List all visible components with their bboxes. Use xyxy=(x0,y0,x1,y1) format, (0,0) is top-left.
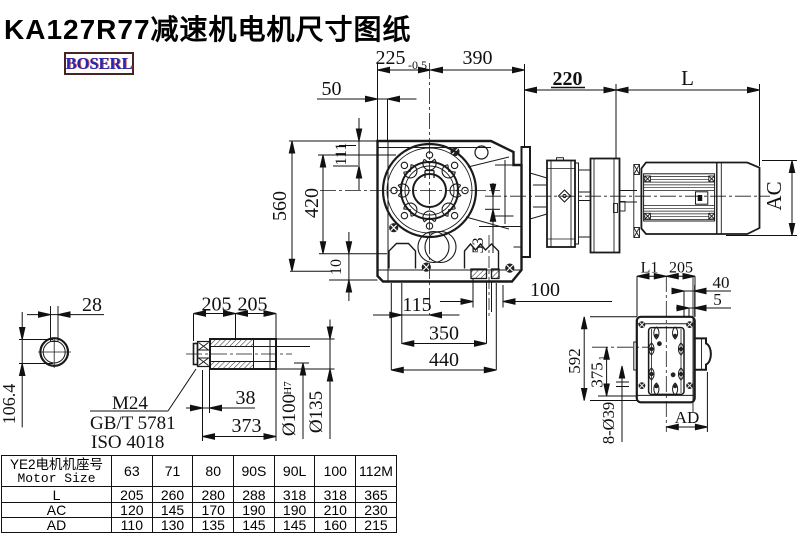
cell-AC-80: 170 xyxy=(192,502,235,518)
dim-m24: M24 xyxy=(112,393,148,414)
dim-225: 225 xyxy=(376,47,406,69)
dim-iso: ISO 4018 xyxy=(91,432,164,453)
cell-L-63: 205 xyxy=(111,486,153,503)
flange-rear-view xyxy=(592,276,712,432)
logo-text: BOSERL xyxy=(65,53,133,73)
cell-L-80: 280 xyxy=(192,486,235,503)
cell-AC-90L: 190 xyxy=(273,502,316,518)
dim-375: 375 xyxy=(588,362,607,388)
dim-5: 5 xyxy=(713,290,722,309)
dim-205c: 205 xyxy=(669,260,693,277)
motor-size-table: YE2电机机座号 Motor Size 63 71 80 90S 90L 100… xyxy=(1,455,397,533)
table-header-cn: YE2电机机座号 xyxy=(9,456,104,472)
row-label-L: L xyxy=(1,486,112,503)
col-90L: 90L xyxy=(273,455,316,487)
dim-420: 420 xyxy=(301,188,323,218)
row-label-AD: AD xyxy=(1,517,112,533)
shaft-section-view xyxy=(38,306,71,368)
cell-AD-90L: 145 xyxy=(273,517,316,533)
dim-390: 390 xyxy=(463,47,493,69)
dim-38: 38 xyxy=(236,387,256,409)
shaft-side-view xyxy=(186,338,292,370)
dim-100: 100 xyxy=(530,279,560,301)
cell-L-71: 260 xyxy=(151,486,194,503)
dim-40: 40 xyxy=(713,273,730,292)
dim-L1: L1 xyxy=(641,260,659,277)
cell-AC-100: 210 xyxy=(314,502,357,518)
col-80: 80 xyxy=(192,455,235,487)
dim-gbt: GB/T 5781 xyxy=(90,413,176,434)
dim-225-tol: -0.5 xyxy=(408,58,427,72)
bolt-bottom-right xyxy=(505,263,515,273)
col-71: 71 xyxy=(151,455,194,487)
dim-AC: AC xyxy=(762,181,786,210)
rear-bolt-holes xyxy=(648,326,685,396)
table-row-AC: AC 120 145 170 190 190 210 230 xyxy=(1,502,397,518)
row-label-AC: AC xyxy=(1,502,112,518)
col-90S: 90S xyxy=(233,455,275,487)
motor-side-view xyxy=(485,157,770,254)
dimension-labels: 50 225 -0.5 390 220 L 111 560 420 10 115… xyxy=(0,47,786,453)
table-header-row: YE2电机机座号 Motor Size 63 71 80 90S 90L 100… xyxy=(1,455,397,487)
dim-AD: AD xyxy=(675,408,700,427)
table-header-cell: YE2电机机座号 Motor Size xyxy=(1,455,112,487)
corner-screws xyxy=(638,321,693,389)
cell-L-100: 318 xyxy=(314,486,357,503)
dim-106: 106.4 xyxy=(0,384,19,425)
cell-AD-90S: 145 xyxy=(233,517,275,533)
dim-111: 111 xyxy=(333,143,350,166)
dim-373: 373 xyxy=(232,415,262,437)
page-title: KA127R77减速机电机尺寸图纸 xyxy=(4,14,412,45)
col-112M: 112M xyxy=(355,455,397,487)
dim-8d39: 8-Ø39 xyxy=(599,402,618,444)
cell-AD-100: 160 xyxy=(314,517,357,533)
dim-350: 350 xyxy=(429,323,459,345)
cell-AC-112M: 230 xyxy=(355,502,397,518)
dim-10: 10 xyxy=(328,259,345,275)
dim-dia100: Ø100 xyxy=(279,394,300,436)
table-row-L: L 205 260 280 288 318 318 365 xyxy=(1,486,397,503)
cell-AD-80: 135 xyxy=(192,517,235,533)
col-63: 63 xyxy=(111,455,153,487)
table-row-AD: AD 110 130 135 145 145 160 215 xyxy=(1,517,397,533)
cell-AD-63: 110 xyxy=(111,517,153,533)
dim-50: 50 xyxy=(322,78,342,100)
cell-AC-63: 120 xyxy=(111,502,153,518)
dim-53: 53 xyxy=(470,238,487,254)
dim-375-sub: 1 xyxy=(598,356,609,361)
table-header-en: Motor Size xyxy=(17,470,96,486)
cell-AD-71: 130 xyxy=(151,517,194,533)
logo-box: BOSERL xyxy=(64,52,134,75)
cell-AC-71: 145 xyxy=(151,502,194,518)
dim-dia135: Ø135 xyxy=(306,391,327,433)
dim-592: 592 xyxy=(565,348,584,374)
col-100: 100 xyxy=(314,455,357,487)
cell-L-90S: 288 xyxy=(233,486,275,503)
dim-205a: 205 xyxy=(202,294,232,316)
cell-AC-90S: 190 xyxy=(233,502,275,518)
dim-115: 115 xyxy=(402,294,431,316)
gearbox-front-view xyxy=(320,63,531,318)
cell-L-112M: 365 xyxy=(355,486,397,503)
dim-L: L xyxy=(681,66,694,90)
dim-560: 560 xyxy=(269,191,291,221)
dim-28: 28 xyxy=(82,294,102,316)
dimension-lines xyxy=(19,64,797,442)
cell-L-90L: 318 xyxy=(273,486,316,503)
bolt-bottom-left xyxy=(421,262,431,272)
dim-205b: 205 xyxy=(238,294,268,316)
dim-220: 220 xyxy=(553,68,583,90)
dim-dia100-sup: H7 xyxy=(282,381,294,395)
cell-AD-112M: 215 xyxy=(355,517,397,533)
bolt-left xyxy=(389,223,399,233)
dim-440: 440 xyxy=(429,349,459,371)
